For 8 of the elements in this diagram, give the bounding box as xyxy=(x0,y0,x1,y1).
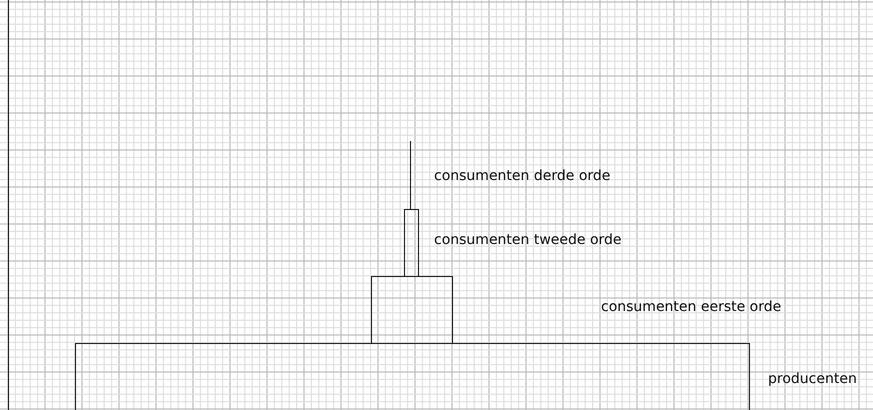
vertical-line-bar xyxy=(410,141,412,209)
level-label: consumenten eerste orde xyxy=(601,299,782,315)
bar xyxy=(75,343,750,410)
level-label: consumenten tweede orde xyxy=(434,232,622,248)
bar xyxy=(371,276,453,344)
level-label: consumenten derde orde xyxy=(434,168,610,184)
bar xyxy=(404,209,419,277)
level-label: producenten xyxy=(768,371,857,387)
